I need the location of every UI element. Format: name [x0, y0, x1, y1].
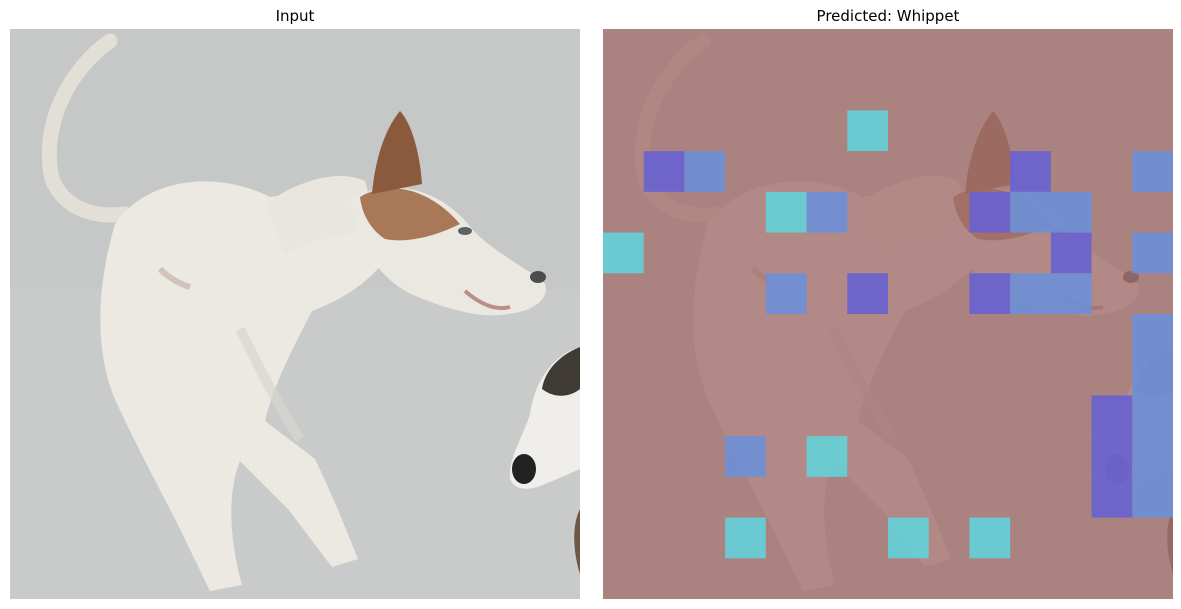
- heatmap-patch: [765, 191, 807, 233]
- heatmap-patch: [1010, 191, 1051, 233]
- heatmap-patch: [1132, 436, 1173, 477]
- heatmap-patch: [1132, 354, 1173, 396]
- heatmap-patch: [643, 151, 685, 192]
- heatmap-patch: [1091, 476, 1133, 518]
- heatmap-patch: [1010, 151, 1051, 192]
- heatmap-patch: [888, 517, 929, 559]
- heatmap-patch: [684, 151, 726, 192]
- input-image: [10, 29, 580, 599]
- heatmap-patch: [1132, 476, 1173, 518]
- heatmap-patch-group: [603, 110, 1173, 559]
- heatmap-patch: [1132, 395, 1173, 437]
- heatmap-patch: [969, 273, 1011, 314]
- heatmap-patch: [969, 517, 1011, 559]
- heatmap-patch: [847, 273, 888, 314]
- heatmap-patch: [847, 110, 888, 152]
- heatmap-patch: [725, 436, 766, 477]
- heatmap-patch: [1010, 273, 1051, 314]
- heatmap-patch: [806, 191, 848, 233]
- prediction-heatmap-image: [603, 29, 1173, 599]
- heatmap-patch: [1050, 273, 1092, 314]
- heatmap-patch: [1091, 395, 1133, 437]
- heatmap-patch: [1091, 436, 1133, 477]
- heatmap-patch: [1132, 314, 1173, 355]
- heatmap-patch: [1050, 191, 1092, 233]
- heatmap-patch: [806, 436, 848, 477]
- heatmap-patch: [725, 517, 766, 559]
- heatmap-patch: [969, 191, 1011, 233]
- prediction-panel-title: Predicted: Whippet: [816, 7, 960, 25]
- heatmap-patch: [1132, 232, 1173, 274]
- heatmap-patch: [1132, 151, 1173, 192]
- heatmap-patch: [603, 232, 644, 274]
- heatmap-patch: [1050, 232, 1092, 274]
- input-panel-title: Input: [275, 7, 315, 25]
- heatmap-patch: [765, 273, 807, 314]
